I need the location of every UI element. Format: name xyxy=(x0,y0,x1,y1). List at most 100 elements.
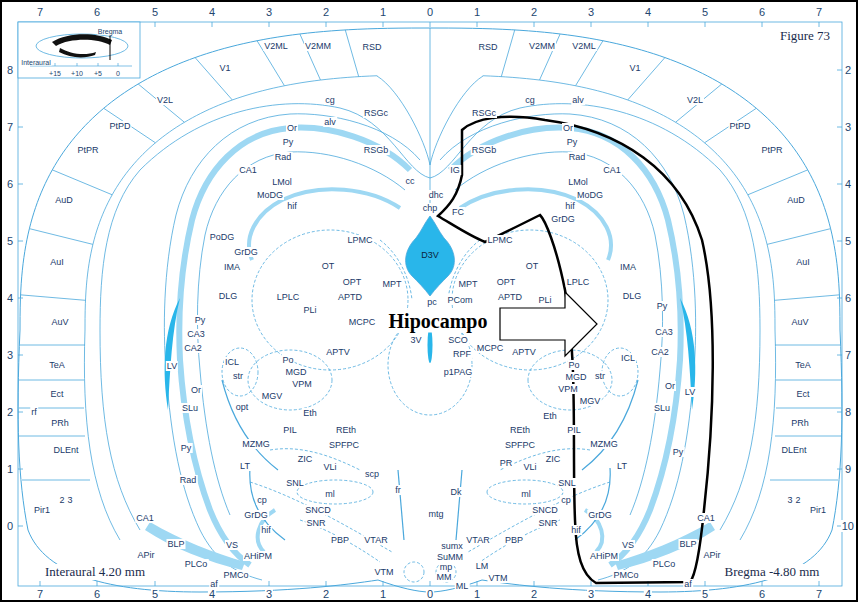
lateral-ventricle xyxy=(165,298,180,410)
region-label: VLi xyxy=(522,462,537,472)
region-label: REth xyxy=(509,425,531,435)
region-label: PBP xyxy=(504,535,524,545)
axis-number: 3 xyxy=(265,6,273,18)
region-label: APir xyxy=(702,550,721,560)
region-label: PLi xyxy=(302,305,317,315)
region-label: RSGc xyxy=(471,108,497,118)
nucleus-boundary xyxy=(248,350,332,410)
region-label: alv xyxy=(571,95,585,105)
region-label: PR xyxy=(499,458,514,468)
axis-number: 2 xyxy=(6,406,14,418)
region-label: ZIC xyxy=(297,454,314,464)
region-label: AuD xyxy=(54,195,74,205)
region-label: SNR xyxy=(305,518,326,528)
brain-hemisphere xyxy=(430,28,842,592)
region-label: DLG xyxy=(622,291,643,301)
scale-tick xyxy=(591,581,592,586)
region-label: Eth xyxy=(302,408,318,418)
nucleus-boundary xyxy=(250,482,392,552)
region-label: AuV xyxy=(790,317,809,327)
hippocampal-fissure xyxy=(197,152,405,515)
axis-number: 5 xyxy=(151,6,159,18)
region-label: APTV xyxy=(325,347,351,357)
region-label: Po xyxy=(567,360,580,370)
region-label: V2MM xyxy=(304,41,332,51)
region-label: Rad xyxy=(568,152,587,162)
coordinate-caption: Interaural 4.20 mm xyxy=(44,564,146,580)
region-label: APir xyxy=(136,550,155,560)
scale-tick xyxy=(837,127,842,128)
axis-number: 1 xyxy=(6,463,14,475)
scale-tick xyxy=(40,581,41,586)
region-label: ZIC xyxy=(545,454,562,464)
brain-outline xyxy=(18,330,430,592)
axis-number: 7 xyxy=(844,349,852,361)
axis-number: 2 xyxy=(530,6,538,18)
region-label: LM xyxy=(475,561,490,571)
region-label: GrDG xyxy=(550,214,576,224)
region-label: 2 xyxy=(58,495,65,505)
inset-frame xyxy=(18,22,140,78)
region-label: LMol xyxy=(567,177,589,187)
region-label: ml xyxy=(324,489,336,499)
scale-tick xyxy=(477,22,478,27)
axis-number: 4 xyxy=(208,6,216,18)
region-label: AuI xyxy=(795,257,811,267)
axis-number: 6 xyxy=(758,6,766,18)
area-boundary xyxy=(21,295,86,300)
scale-tick xyxy=(383,22,384,27)
inset-label: +10 xyxy=(70,70,84,77)
region-label: MCPC xyxy=(348,317,377,327)
scale-tick xyxy=(212,22,213,27)
region-label: PtPD xyxy=(728,121,751,131)
scale-tick xyxy=(591,22,592,27)
region-label: Dk xyxy=(450,487,463,497)
region-label: 2 xyxy=(794,495,801,505)
axis-number: 8 xyxy=(6,64,14,76)
region-label: LT xyxy=(616,461,628,471)
region-label: AuD xyxy=(786,195,806,205)
coordinate-caption: Bregma -4.80 mm xyxy=(724,564,821,580)
region-label: cp xyxy=(256,495,268,505)
scale-tick xyxy=(269,22,270,27)
region-label: SNR xyxy=(537,518,558,528)
region-label: Or xyxy=(286,123,298,133)
region-label: pc xyxy=(426,297,438,307)
brain-outline xyxy=(20,28,430,330)
scale-frame xyxy=(18,22,842,586)
region-label: APTD xyxy=(497,292,523,302)
region-label: V2L xyxy=(156,95,174,105)
scale-tick xyxy=(837,184,842,185)
axis-number: 5 xyxy=(6,235,14,247)
region-label: GrDG xyxy=(587,510,613,520)
cortex-boundary xyxy=(84,330,120,540)
region-label: VPM xyxy=(291,379,313,389)
region-label: RSGb xyxy=(363,145,390,155)
region-label: Or xyxy=(664,381,676,391)
axis-number: 3 xyxy=(587,6,595,18)
scale-tick xyxy=(18,526,23,527)
region-label: SNCD xyxy=(304,505,332,515)
region-label: PMCo xyxy=(222,570,249,580)
region-label: PMCo xyxy=(612,570,639,580)
axis-number: 4 xyxy=(6,292,14,304)
region-label: VTAR xyxy=(465,535,490,545)
region-label: PCom xyxy=(446,295,473,305)
region-label: cc xyxy=(405,176,416,186)
region-label: RPF xyxy=(452,349,472,359)
axis-number: 0 xyxy=(426,588,434,600)
region-label: VS xyxy=(225,540,239,550)
nucleus-boundary xyxy=(380,240,412,300)
region-label: OT xyxy=(321,261,336,271)
region-label: DLG xyxy=(218,291,239,301)
region-label: IMA xyxy=(223,262,241,272)
region-label: CA1 xyxy=(135,513,155,523)
region-label: VLi xyxy=(322,462,337,472)
scale-tick xyxy=(18,241,23,242)
scale-tick xyxy=(648,22,649,27)
region-label: MZMG xyxy=(589,439,619,449)
scale-tick xyxy=(762,22,763,27)
region-label: LT xyxy=(239,461,251,471)
scale-tick xyxy=(430,22,431,27)
